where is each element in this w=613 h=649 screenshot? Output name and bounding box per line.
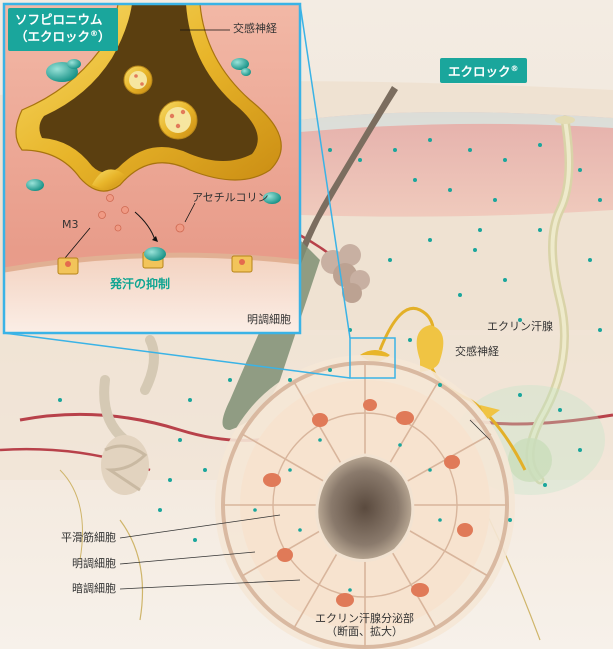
drug-molecules: [26, 58, 281, 261]
drug-brand-close: ）: [98, 29, 111, 45]
eccrine-gland-label: エクリン汗腺: [487, 320, 553, 333]
synapse-inset: [2, 2, 302, 335]
secretory-cross-section: [215, 355, 515, 649]
drug-name-line1: ソフピロニウム: [15, 12, 103, 27]
registered-mark: ®: [90, 28, 99, 38]
badge-text: エクロック: [448, 64, 511, 79]
inset-clear-cell-label: 明調細胞: [247, 313, 291, 326]
secretory-portion-label: エクリン汗腺分泌部 （断面、拡大）: [302, 612, 427, 638]
inset-sympathetic-nerve-label: 交感神経: [233, 22, 277, 35]
drug-brand: （エクロック: [15, 29, 91, 45]
sweat-inhibition-label: 発汗の抑制: [110, 277, 171, 291]
secretory-portion-line1: エクリン汗腺分泌部: [315, 612, 414, 625]
dark-cell-label: 暗調細胞: [72, 582, 116, 595]
synaptic-vesicles: [92, 65, 198, 190]
drug-name-box: ソフピロニウム （エクロック®）: [8, 8, 118, 51]
acetylcholine-label: アセチルコリン: [192, 191, 269, 204]
drug-name-line2: （エクロック®）: [15, 29, 111, 46]
m3-label: M3: [62, 218, 79, 231]
main-sympathetic-nerve-label: 交感神経: [455, 345, 499, 358]
smooth-muscle-label: 平滑筋細胞: [61, 531, 116, 544]
clear-cell-label: 明調細胞: [72, 557, 116, 570]
eclock-badge: エクロック®: [440, 58, 527, 83]
badge-reg-mark: ®: [510, 63, 519, 73]
secretory-portion-line2: （断面、拡大）: [326, 625, 403, 639]
